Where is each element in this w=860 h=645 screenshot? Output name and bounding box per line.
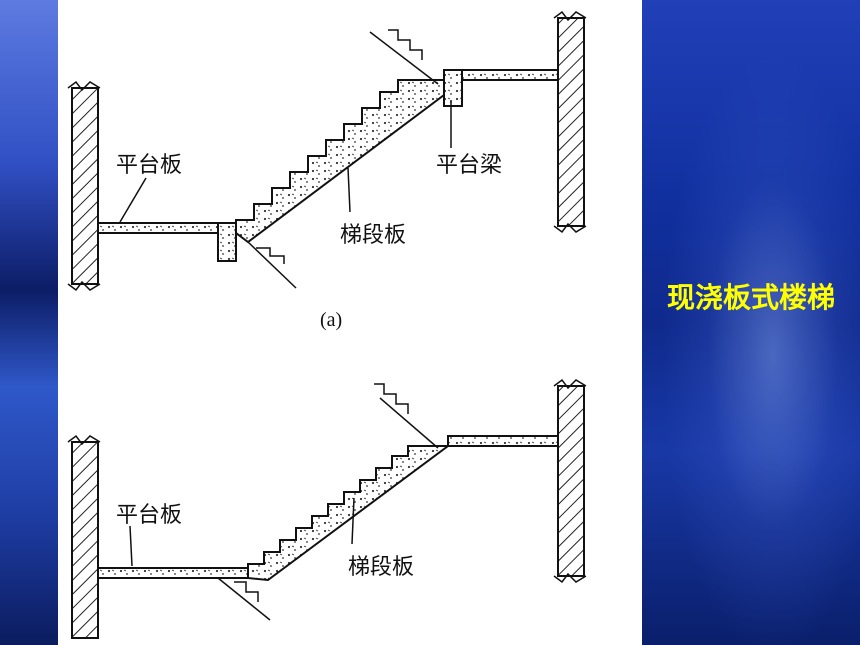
cut-line-b-top bbox=[379, 397, 439, 449]
right-wall-a bbox=[553, 10, 587, 234]
upper-landing-slab-b bbox=[447, 435, 559, 447]
leader-stair-slab-a bbox=[347, 167, 351, 213]
stair-diagrams: 平台板 平台梁 梯段板 (a) bbox=[67, 10, 587, 639]
cut-steps-b-bottom bbox=[234, 581, 259, 602]
right-wall-b bbox=[553, 378, 587, 584]
leader-stair-slab-b bbox=[351, 497, 355, 545]
label-stair-slab-b: 梯段板 bbox=[348, 555, 414, 580]
label-landing-slab-a: 平台板 bbox=[116, 153, 182, 178]
diagram-panel: 平台板 平台梁 梯段板 (a) bbox=[58, 0, 642, 645]
cut-line-a-bottom bbox=[247, 241, 297, 289]
label-landing-beam-a: 平台梁 bbox=[436, 153, 502, 178]
left-wall-a bbox=[67, 80, 101, 292]
stair-flight-a bbox=[235, 79, 445, 244]
left-background bbox=[0, 0, 58, 645]
lower-landing-slab-b bbox=[97, 567, 249, 579]
cut-steps-a-top bbox=[388, 29, 423, 60]
lower-landing-slab-a bbox=[97, 222, 229, 234]
leader-landing-slab-a bbox=[119, 177, 147, 223]
right-background bbox=[642, 0, 860, 645]
cut-steps-b-top bbox=[374, 383, 409, 414]
figure-b: 平台板 梯段板 bbox=[67, 378, 587, 639]
lower-landing-beam-a bbox=[217, 222, 237, 262]
cut-line-b-bottom bbox=[217, 577, 271, 621]
stair-flight-b bbox=[247, 445, 452, 582]
cut-steps-a-bottom bbox=[256, 247, 285, 264]
label-stair-slab-a: 梯段板 bbox=[340, 223, 406, 248]
caption-a: (a) bbox=[320, 309, 342, 331]
slide-title: 现浇板式楼梯 bbox=[666, 281, 835, 314]
leader-landing-slab-b bbox=[129, 525, 133, 567]
figure-a: 平台板 平台梁 梯段板 (a) bbox=[67, 10, 587, 331]
cut-line-a-top bbox=[369, 31, 439, 85]
left-wall-b bbox=[67, 434, 101, 639]
label-landing-slab-b: 平台板 bbox=[116, 503, 182, 528]
upper-landing-beam-a bbox=[443, 69, 463, 107]
